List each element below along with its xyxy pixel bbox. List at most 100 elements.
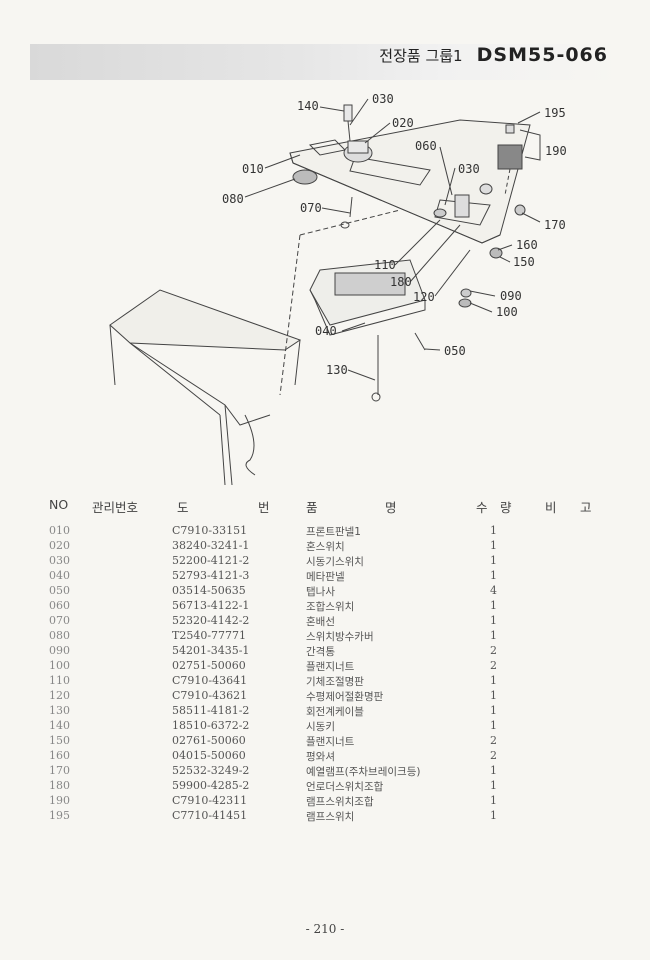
callout-170: 170 <box>544 218 566 232</box>
row-no: 160 <box>49 749 70 762</box>
row-no: 070 <box>49 614 70 627</box>
row-part: 18510-6372-2 <box>172 719 250 732</box>
row-no: 180 <box>49 779 70 792</box>
header-su: 수 <box>476 500 488 515</box>
row-no: 190 <box>49 794 70 807</box>
row-name: 탭나사 <box>306 586 335 598</box>
callout-190: 190 <box>545 144 567 158</box>
row-name: 메타판넬 <box>306 571 345 583</box>
row-qty: 1 <box>490 779 497 792</box>
row-part: C7910-42311 <box>172 794 248 807</box>
callout-090: 090 <box>500 289 522 303</box>
row-qty: 1 <box>490 539 497 552</box>
header-bi: 비 <box>545 500 557 515</box>
callout-010: 010 <box>242 162 264 176</box>
callout-040: 040 <box>315 324 337 338</box>
table-row: 170 52532-3249-2 예열램프(주차브레이크등) 1 <box>0 764 650 779</box>
header-go: 고 <box>580 500 592 515</box>
row-part: 54201-3435-1 <box>172 644 250 657</box>
page-title: 전장품 그룹1 DSM55-066 <box>379 44 608 66</box>
row-name: 기체조절명판 <box>306 676 364 688</box>
row-name: 플랜지너트 <box>306 661 355 673</box>
callout-140: 140 <box>297 99 319 113</box>
row-part: 59900-4285-2 <box>172 779 250 792</box>
row-name: 혼스위치 <box>306 541 345 553</box>
callout-110: 110 <box>374 258 396 272</box>
table-row: 120 C7910-43621 수평제어절환명판 1 <box>0 689 650 704</box>
row-qty: 2 <box>490 734 497 747</box>
callout-020: 020 <box>392 116 414 130</box>
callout-030-mid: 030 <box>458 162 480 176</box>
callout-160: 160 <box>516 238 538 252</box>
callout-080: 080 <box>222 192 244 206</box>
row-qty: 1 <box>490 554 497 567</box>
row-no: 080 <box>49 629 70 642</box>
row-qty: 2 <box>490 749 497 762</box>
row-no: 100 <box>49 659 70 672</box>
table-row: 180 59900-4285-2 언로더스위치조합 1 <box>0 779 650 794</box>
header-no: NO <box>49 497 69 512</box>
row-name: 조합스위치 <box>306 601 355 613</box>
row-no: 150 <box>49 734 70 747</box>
callout-120: 120 <box>413 290 435 304</box>
row-no: 050 <box>49 584 70 597</box>
callout-195: 195 <box>544 106 566 120</box>
row-part: 52532-3249-2 <box>172 764 250 777</box>
row-no: 020 <box>49 539 70 552</box>
row-part: 04015-50060 <box>172 749 246 762</box>
callout-150: 150 <box>513 255 535 269</box>
row-name: 언로더스위치조합 <box>306 781 384 793</box>
table-row: 010 C7910-33151 프론트판넬1 1 <box>0 524 650 539</box>
exploded-parts-diagram: 140 030 020 060 030 010 080 070 195 190 … <box>109 92 567 486</box>
group-title: 전장품 그룹1 <box>379 47 463 65</box>
row-name: 간격통 <box>306 646 335 658</box>
callout-180: 180 <box>390 275 412 289</box>
table-row: 190 C7910-42311 램프스위치조합 1 <box>0 794 650 809</box>
header-pum: 품 <box>306 500 318 515</box>
row-part: 52793-4121-3 <box>172 569 250 582</box>
table-row: 080 T2540-77771 스위치방수카버 1 <box>0 629 650 644</box>
row-qty: 1 <box>490 674 497 687</box>
table-row: 040 52793-4121-3 메타판넬 1 <box>0 569 650 584</box>
model-code: DSM55-066 <box>476 44 608 66</box>
table-row: 110 C7910-43641 기체조절명판 1 <box>0 674 650 689</box>
header-myeong: 명 <box>385 500 397 515</box>
row-name: 평와셔 <box>306 751 335 763</box>
row-qty: 1 <box>490 629 497 642</box>
row-name: 프론트판넬1 <box>306 526 361 538</box>
row-qty: 1 <box>490 524 497 537</box>
row-qty: 1 <box>490 599 497 612</box>
row-name: 플랜지너트 <box>306 736 355 748</box>
row-qty: 1 <box>490 704 497 717</box>
row-qty: 1 <box>490 809 497 822</box>
row-qty: 1 <box>490 764 497 777</box>
row-part: C7710-41451 <box>172 809 248 822</box>
callout-100: 100 <box>496 305 518 319</box>
table-row: 195 C7710-41451 램프스위치 1 <box>0 809 650 824</box>
table-row: 090 54201-3435-1 간격통 2 <box>0 644 650 659</box>
row-part: T2540-77771 <box>172 629 247 642</box>
row-name: 스위치방수카버 <box>306 631 374 643</box>
row-qty: 2 <box>490 644 497 657</box>
callout-070: 070 <box>300 201 322 215</box>
table-row: 020 38240-3241-1 혼스위치 1 <box>0 539 650 554</box>
row-part: C7910-33151 <box>172 524 248 537</box>
table-row: 160 04015-50060 평와셔 2 <box>0 749 650 764</box>
table-row: 060 56713-4122-1 조합스위치 1 <box>0 599 650 614</box>
table-row: 140 18510-6372-2 시동키 1 <box>0 719 650 734</box>
row-qty: 4 <box>490 584 497 597</box>
row-qty: 1 <box>490 689 497 702</box>
row-no: 140 <box>49 719 70 732</box>
row-part: 38240-3241-1 <box>172 539 250 552</box>
row-name: 램프스위치 <box>306 811 355 823</box>
row-name: 회전계케이블 <box>306 706 364 718</box>
table-row: 050 03514-50635 탭나사 4 <box>0 584 650 599</box>
row-no: 030 <box>49 554 70 567</box>
callout-060: 060 <box>415 139 437 153</box>
row-name: 램프스위치조합 <box>306 796 374 808</box>
row-no: 090 <box>49 644 70 657</box>
row-qty: 2 <box>490 659 497 672</box>
page-number: - 210 - <box>305 922 345 936</box>
callout-050: 050 <box>444 344 466 358</box>
row-no: 195 <box>49 809 70 822</box>
